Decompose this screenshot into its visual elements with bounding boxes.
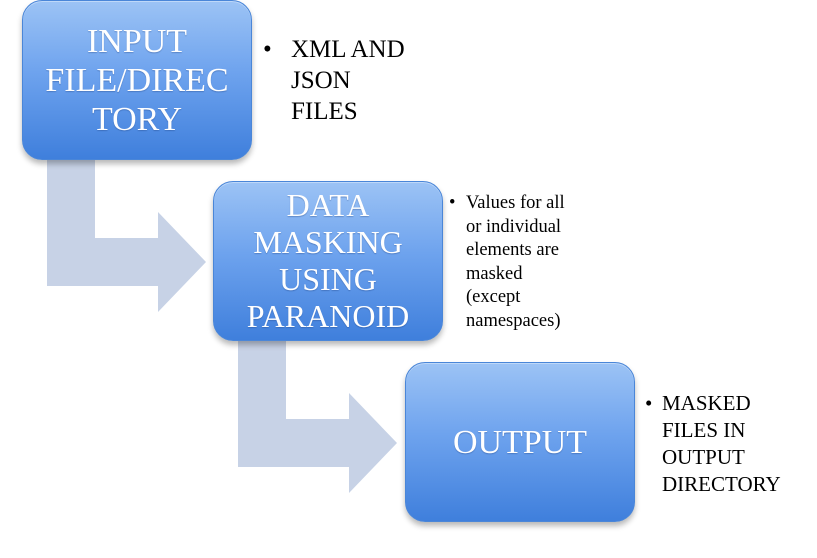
- bullet-line: masked: [466, 263, 523, 284]
- bullet-line: namespaces): [466, 310, 561, 331]
- bullet-line: OUTPUT: [662, 445, 745, 469]
- bullet-line: FILES: [291, 98, 358, 125]
- step-masking-notes: • Values for all or individual elements …: [449, 192, 565, 333]
- arrow-masking-to-output: [238, 341, 397, 493]
- bullet-item: • XML AND JSON FILES: [263, 34, 405, 127]
- step-input-label-line-2: FILE/DIREC: [45, 61, 229, 99]
- bullet-line: DIRECTORY: [662, 472, 781, 496]
- step-input-label-line-3: TORY: [91, 100, 183, 138]
- bullet-icon: •: [449, 193, 456, 213]
- step-input-notes: • XML AND JSON FILES: [263, 34, 405, 127]
- bullet-icon: •: [263, 36, 272, 63]
- bullet-line: FILES IN: [662, 418, 746, 442]
- step-input-box: INPUT FILE/DIREC TORY: [22, 0, 252, 160]
- step-masking-box: DATA MASKING USING PARANOID: [213, 181, 443, 341]
- bullet-line: Values for all: [466, 193, 565, 213]
- bullet-line: XML AND: [291, 36, 405, 63]
- bullet-icon: •: [645, 391, 653, 415]
- arrow-input-to-masking: [47, 160, 206, 312]
- step-output-label-line-1: OUTPUT: [452, 423, 588, 461]
- step-output-notes: • MASKED FILES IN OUTPUT DIRECTORY: [645, 390, 781, 498]
- step-masking-label-line-3: USING: [279, 261, 377, 297]
- bullet-line: elements are: [466, 240, 559, 260]
- bullet-line: MASKED: [662, 391, 751, 415]
- step-masking-label-line-1: DATA: [286, 187, 370, 223]
- bullet-line: JSON: [291, 67, 351, 94]
- step-masking-label-line-4: PARANOID: [246, 298, 410, 334]
- step-input-label-line-1: INPUT: [86, 22, 188, 60]
- bullet-text: MASKED FILES IN OUTPUT DIRECTORY: [662, 390, 781, 498]
- step-output-box: OUTPUT: [405, 362, 635, 522]
- step-masking-label-line-2: MASKING: [253, 224, 403, 260]
- bullet-text: Values for all or individual elements ar…: [466, 192, 565, 333]
- bullet-line: or individual: [466, 216, 562, 237]
- bullet-item: • MASKED FILES IN OUTPUT DIRECTORY: [645, 390, 781, 498]
- bullet-text: XML AND JSON FILES: [291, 34, 405, 127]
- bullet-item: • Values for all or individual elements …: [449, 192, 565, 333]
- bullet-line: (except: [466, 287, 521, 307]
